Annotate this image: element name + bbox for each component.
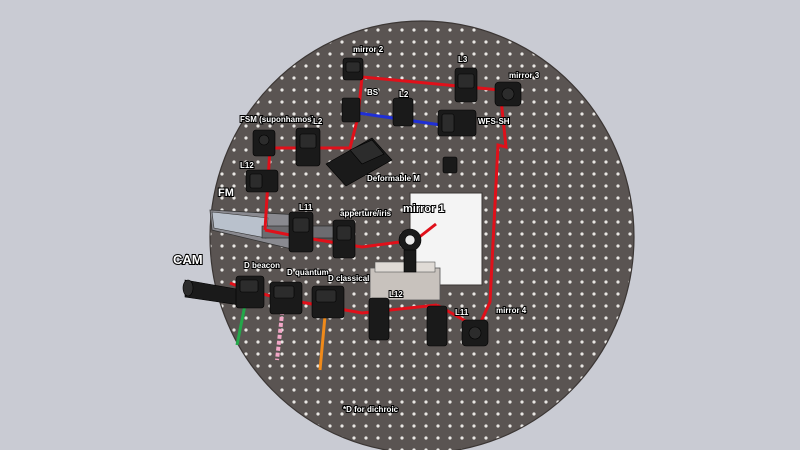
label-l2-top: L2 (399, 90, 409, 99)
label-apperture-iris: apperture/iris (340, 209, 392, 218)
l12-bottom-mount (368, 297, 390, 341)
mirror-4-mount (461, 319, 489, 347)
label-fsm: FSM (suponhamos) (240, 115, 315, 124)
mirror-1-mount (398, 228, 422, 273)
label-l12-bottom: L12 (389, 290, 403, 299)
label-deformable-m: Deformable M (367, 174, 420, 183)
beam-splitter-mount (341, 97, 361, 123)
aperture-iris-mount (332, 219, 356, 259)
label-l12-left: L12 (240, 161, 254, 170)
label-d-beacon: D beacon (244, 261, 280, 270)
label-mirror-3: mirror 3 (509, 71, 540, 80)
table-mount-block (369, 267, 441, 301)
l3-mount (454, 67, 478, 103)
d-beacon-mount (235, 275, 265, 309)
label-l11-bottom: L11 (455, 308, 469, 317)
label-d-classical: D classical (328, 274, 369, 283)
d-quantum-mount (269, 281, 303, 315)
l11-left-mount (288, 211, 314, 253)
label-footnote: *D for dichroic (343, 405, 399, 414)
label-l3: L3 (458, 55, 468, 64)
label-l11-left: L11 (299, 203, 313, 212)
label-l2-left: L2 (313, 117, 323, 126)
mirror-3-mount (494, 81, 522, 107)
l11-bottom-mount (426, 305, 448, 347)
wfs-sh-sensor (437, 109, 477, 137)
components (182, 57, 522, 347)
small-mount-right (442, 156, 458, 174)
deformable-mirror (325, 137, 393, 187)
mirror-2-mount (342, 57, 364, 81)
label-fm: FM (218, 187, 234, 199)
label-mirror-2: mirror 2 (353, 45, 384, 54)
d-classical-mount (311, 285, 345, 319)
label-mirror-1: mirror 1 (403, 203, 445, 215)
red-beam-loop (264, 228, 416, 249)
green-beam (235, 304, 247, 346)
breadboard-rim (209, 20, 635, 450)
label-wfs-sh: WFS-SH (478, 117, 510, 126)
l12-left-mount (245, 169, 279, 193)
label-bs: BS (367, 88, 379, 97)
l2-left-mount (295, 127, 321, 167)
l2-top-mount (392, 97, 414, 127)
fsm-mount (252, 129, 276, 157)
label-mirror-4: mirror 4 (496, 306, 527, 315)
labels: mirror 2 L3 mirror 3 BS L2 WFS-SH FSM (s… (172, 44, 541, 415)
label-d-quantum: D quantum (287, 268, 329, 277)
label-cam: CAM (173, 252, 203, 267)
